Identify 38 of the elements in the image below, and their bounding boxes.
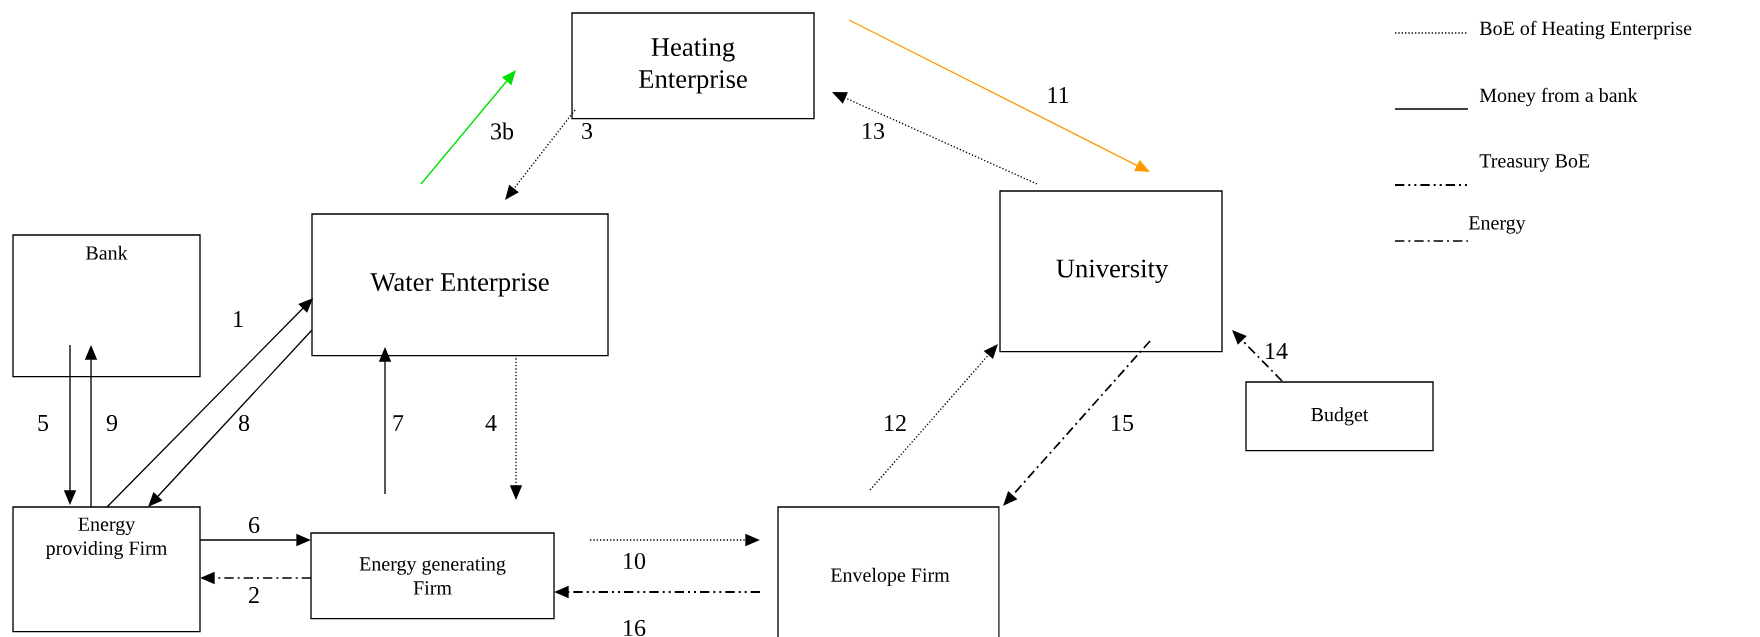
box: Water Enterprise (311, 213, 609, 357)
edge-label: 14 (1262, 341, 1290, 361)
arrow (148, 329, 313, 507)
box: Budget (1245, 381, 1434, 452)
edge-label: 11 (1045, 85, 1071, 105)
box: University (999, 190, 1223, 353)
arrow (505, 109, 576, 200)
edge-label: 5 (35, 413, 51, 433)
edge-label: 10 (620, 551, 648, 571)
legend-text: BoE of Heating Enterprise (1479, 20, 1692, 40)
edge-label: 4 (483, 413, 499, 433)
box: Heating Enterprise (571, 12, 815, 120)
box: Energy generating Firm (310, 532, 555, 620)
arrow (420, 70, 516, 185)
box: Bank (12, 234, 201, 378)
edge-label: 12 (881, 413, 909, 433)
legend-text: Treasury BoE (1479, 154, 1590, 172)
edge-label: 3b (488, 121, 516, 141)
arrow (848, 19, 1150, 172)
edge-label: 8 (236, 413, 252, 433)
edge-label: 9 (104, 413, 120, 433)
edge-label: 6 (246, 515, 262, 535)
legend-text: Money from a bank (1479, 87, 1638, 107)
edge-label: 16 (620, 618, 648, 637)
arrow (1003, 340, 1151, 506)
arrow (1232, 330, 1283, 382)
edge-label: 2 (246, 585, 262, 605)
edge-label: 1 (230, 309, 246, 329)
arrow (869, 344, 998, 491)
legend-text: Energy (1468, 216, 1526, 234)
arrow (832, 92, 1038, 185)
box: Envelope Firm (777, 506, 1000, 637)
box: Energy providing Firm (12, 506, 201, 633)
edge-label: 3 (579, 121, 595, 141)
edge-label: 15 (1108, 413, 1136, 433)
edge-label: 13 (859, 121, 887, 141)
edge-label: 7 (390, 413, 406, 433)
arrow (106, 298, 313, 508)
